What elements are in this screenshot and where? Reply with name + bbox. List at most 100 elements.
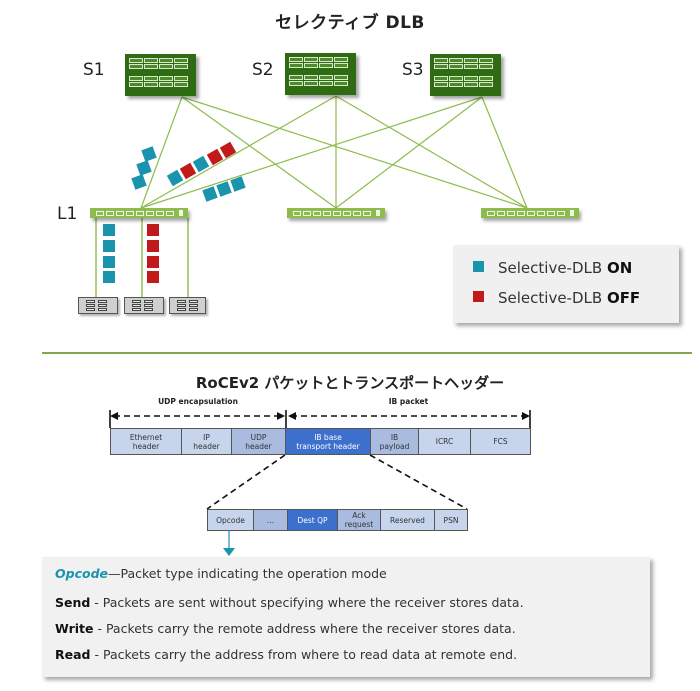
- link-s1-l2: [181, 96, 337, 209]
- packet-dlb-off: [147, 224, 159, 236]
- spine-switch-s3[interactable]: [430, 54, 501, 96]
- spine-port: [464, 64, 478, 69]
- leaf-switch-l2[interactable]: [287, 208, 385, 218]
- packet-field[interactable]: FCS: [470, 428, 531, 455]
- bth-field[interactable]: PSN: [434, 509, 468, 531]
- desc-term-write: Write: [55, 621, 94, 636]
- arrowhead-ib-left: [288, 412, 296, 420]
- span-label-udp: UDP encapsulation: [158, 397, 238, 406]
- leaf-port: [293, 211, 301, 216]
- spine-port: [159, 58, 173, 63]
- leaf-port: [106, 211, 114, 216]
- rocev2-title: RoCEv2 パケットとトランスポートヘッダー: [195, 374, 505, 392]
- spine-port: [464, 82, 478, 87]
- packet-field[interactable]: UDP header: [231, 428, 286, 455]
- spine-port: [434, 58, 448, 63]
- leaf-switch-l1[interactable]: [90, 208, 188, 218]
- arrowhead-udp-left: [110, 412, 118, 420]
- opcode-description-box: Opcode—Packet type indicating the operat…: [42, 557, 650, 677]
- packet-dlb-on: [103, 240, 115, 252]
- spine-port: [479, 82, 493, 87]
- legend-item-on: Selective-DLB ON: [473, 259, 632, 277]
- leaf-port: [527, 211, 535, 216]
- spine-port: [144, 58, 158, 63]
- bth-field-label: Dest QP: [297, 515, 328, 525]
- bth-field-label: Ack request: [344, 511, 374, 529]
- server-slot: [86, 304, 95, 307]
- spine-port: [174, 58, 188, 63]
- leaf-port: [537, 211, 545, 216]
- spine-port: [319, 63, 333, 68]
- bth-field[interactable]: Ack request: [337, 509, 381, 531]
- spine-switch-s2[interactable]: [285, 53, 356, 95]
- legend-state-on: ON: [606, 259, 633, 277]
- leaf-switch-l3[interactable]: [481, 208, 579, 218]
- zoom-line-right: [369, 454, 468, 510]
- spine-port: [304, 75, 318, 80]
- packet-field[interactable]: IB base transport header: [285, 428, 371, 455]
- leaf-port: [146, 211, 154, 216]
- packet-dlb-off: [147, 240, 159, 252]
- desc-text-read: Packets carry the address from where to …: [102, 647, 518, 662]
- server-slot: [144, 300, 153, 303]
- packet-field[interactable]: IP header: [181, 428, 232, 455]
- server-slot: [86, 300, 95, 303]
- packet-field-label: IB base transport header: [296, 432, 360, 451]
- bth-field[interactable]: Reserved: [380, 509, 435, 531]
- spine-label-s2: S2: [252, 60, 274, 80]
- server-slot: [189, 308, 198, 311]
- packet-field[interactable]: Ethernet header: [110, 428, 182, 455]
- spine-port: [129, 76, 143, 81]
- leaf-status-icon: [376, 210, 380, 216]
- leaf-port: [497, 211, 505, 216]
- link-s1-l1: [140, 96, 183, 209]
- desc-term-send: Send: [55, 595, 91, 610]
- packet-dlb-off: [147, 271, 159, 283]
- bth-field[interactable]: ...: [253, 509, 288, 531]
- packet-field[interactable]: ICRC: [418, 428, 471, 455]
- link-s2-l3: [335, 95, 528, 209]
- bth-field[interactable]: Dest QP: [287, 509, 338, 531]
- bth-field-label: PSN: [443, 515, 459, 525]
- packet-arrows: [109, 410, 531, 550]
- spine-port: [304, 81, 318, 86]
- server-3[interactable]: [169, 297, 206, 314]
- server-2[interactable]: [124, 297, 164, 314]
- leaf-port: [547, 211, 555, 216]
- spine-port: [174, 64, 188, 69]
- bth-field-label: Reserved: [390, 515, 425, 525]
- spine-port: [479, 76, 493, 81]
- server-slot: [177, 304, 186, 307]
- spine-port: [479, 64, 493, 69]
- leaf-port: [126, 211, 134, 216]
- leaf-port: [333, 211, 341, 216]
- packet-field[interactable]: IB payload: [370, 428, 419, 455]
- leaf-port: [313, 211, 321, 216]
- spine-port: [464, 58, 478, 63]
- leaf-port: [96, 211, 104, 216]
- packet-dlb-off: [147, 256, 159, 268]
- spine-port: [319, 57, 333, 62]
- spine-label-s1: S1: [83, 60, 105, 80]
- leaf-port: [517, 211, 525, 216]
- spine-port: [144, 64, 158, 69]
- spine-port: [434, 76, 448, 81]
- legend-swatch-on: [473, 261, 484, 272]
- server-slot: [132, 308, 141, 311]
- bth-field[interactable]: Opcode: [207, 509, 254, 531]
- spine-port: [334, 81, 348, 86]
- server-slot: [144, 308, 153, 311]
- server-1[interactable]: [78, 297, 118, 314]
- spine-switch-s1[interactable]: [125, 54, 196, 96]
- desc-term-read: Read: [55, 647, 91, 662]
- leaf-port: [507, 211, 515, 216]
- leaf-port: [353, 211, 361, 216]
- spine-port: [319, 75, 333, 80]
- packet-field-label: IB payload: [379, 432, 410, 451]
- desc-sep-send: -: [90, 595, 103, 610]
- spine-port: [174, 82, 188, 87]
- server-slot: [98, 308, 107, 311]
- leaf-port: [166, 211, 174, 216]
- link-s3-l1: [140, 96, 483, 209]
- packet-field-label: Ethernet header: [129, 432, 163, 451]
